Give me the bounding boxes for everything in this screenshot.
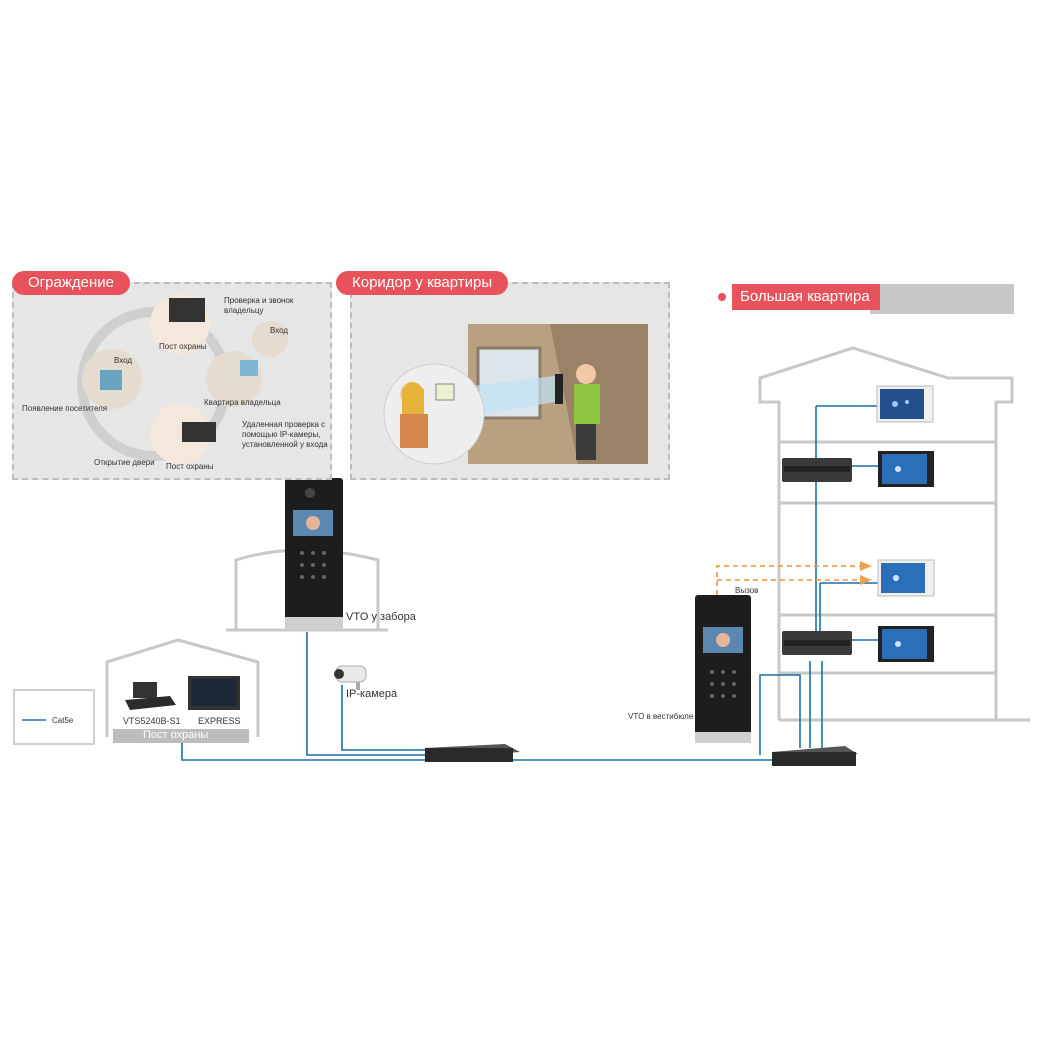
fence-workflow-illustration: [77, 294, 288, 464]
step-door-open: Открытие двери: [94, 458, 155, 467]
apartment-title: Большая квартира: [732, 284, 880, 310]
core-switches: [425, 744, 858, 766]
step-entry-2: Вход: [114, 356, 133, 365]
cat5e-cables: [181, 405, 880, 761]
ip-camera-device: [334, 665, 367, 690]
corridor-illustration: [383, 324, 648, 465]
vto-fence-device: [285, 478, 343, 630]
building-outline: [758, 346, 1030, 722]
fence-title: Ограждение: [12, 271, 130, 295]
building-switches: [782, 458, 852, 655]
guard-house: [105, 638, 260, 737]
step-guard-post-2: Пост охраны: [166, 462, 214, 471]
express-label: EXPRESS: [198, 716, 241, 726]
step-guard-post-1: Пост охраны: [159, 342, 207, 351]
step-check-call: Проверка и звонок владельцу: [224, 296, 294, 315]
indoor-monitors: [876, 385, 935, 662]
vto-lobby-label: VTO в вестибюле: [628, 712, 694, 721]
apartment-title-bar: [870, 284, 1014, 314]
guard-devices: [113, 676, 249, 743]
legend-cable-label: Cat5e: [52, 716, 74, 725]
guard-post-label: Пост охраны: [143, 729, 209, 741]
call-label: Вызов: [735, 586, 759, 595]
fence-panel: Проверка и звонок владельцу Пост охраны …: [12, 282, 332, 480]
step-owner-apartment: Квартира владельца: [204, 398, 281, 407]
step-remote-check: Удаленная проверка с помощью IP-камеры, …: [242, 420, 328, 449]
vts-label: VTS5240B-S1: [123, 716, 181, 726]
vto-fence-label: VTO у забора: [346, 611, 416, 623]
legend-box: [13, 689, 95, 745]
step-visitor-appears: Появление посетителя: [22, 404, 108, 413]
vto-lobby-device: [695, 595, 751, 743]
call-line: [716, 565, 860, 595]
corridor-panel: [350, 282, 670, 480]
step-entry-1: Вход: [270, 326, 289, 335]
ip-camera-label: IP-камера: [346, 688, 398, 700]
call-arrow: [860, 561, 872, 571]
corridor-title: Коридор у квартиры: [336, 271, 509, 295]
